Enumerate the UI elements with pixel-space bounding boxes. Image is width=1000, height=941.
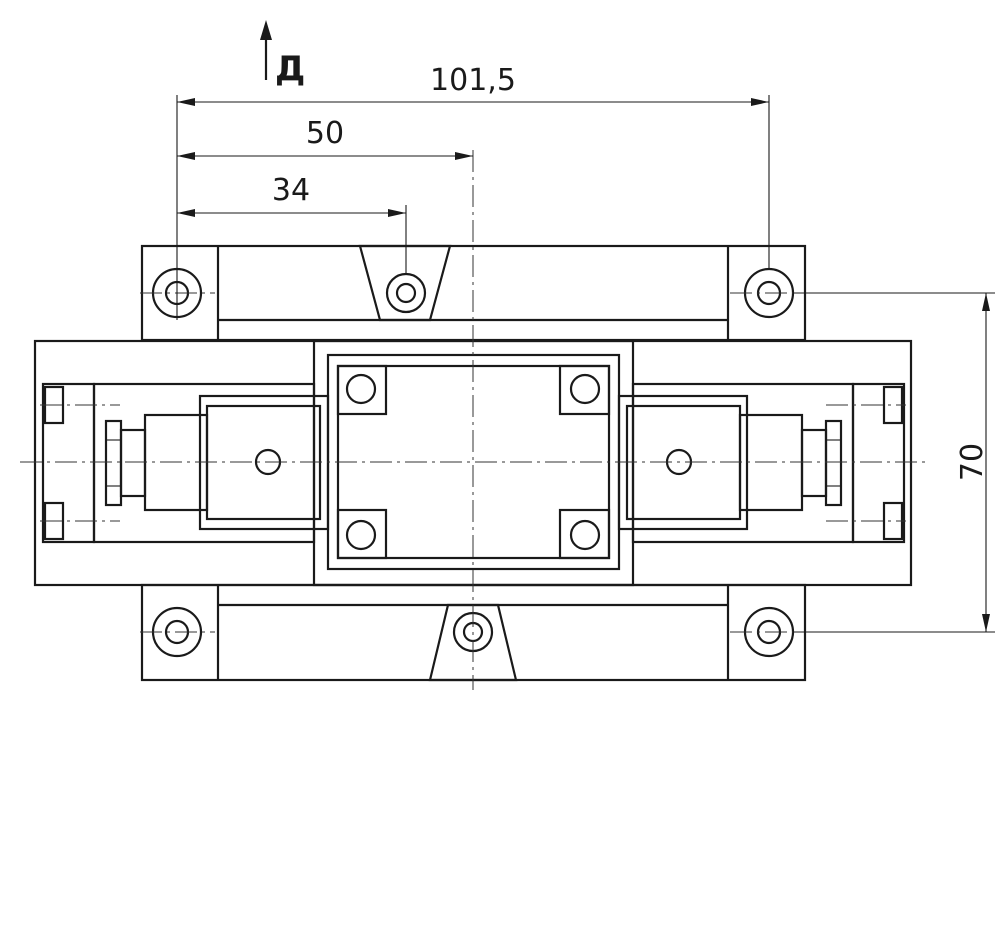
cover-bolt-hole	[569, 519, 601, 551]
cover-bolt-hole	[345, 519, 377, 551]
view-arrow-head	[260, 20, 272, 40]
right-solenoid	[617, 382, 906, 544]
dimension-center-offset: 50	[177, 116, 473, 160]
bottom-notch	[428, 603, 518, 682]
dimension-height: 70	[955, 293, 990, 632]
dimension-height-label: 70	[955, 443, 990, 481]
dimension-lines: 101,5 50 34 70	[176, 63, 995, 633]
center-lines	[20, 150, 925, 690]
dimension-overall-width: 101,5	[177, 63, 769, 106]
cover-bolt-hole	[345, 373, 377, 405]
dimension-center-offset-label: 50	[306, 116, 344, 151]
cover-bolt-hole	[569, 373, 601, 405]
view-label: Д	[275, 49, 305, 89]
locating-hole	[385, 272, 427, 314]
dimension-overall-width-label: 101,5	[430, 63, 516, 98]
view-direction-indicator: Д	[260, 20, 305, 89]
left-solenoid	[41, 382, 330, 544]
dimension-hole-offset-label: 34	[272, 173, 310, 208]
dimension-hole-offset: 34	[177, 173, 406, 217]
top-notch	[358, 244, 452, 322]
